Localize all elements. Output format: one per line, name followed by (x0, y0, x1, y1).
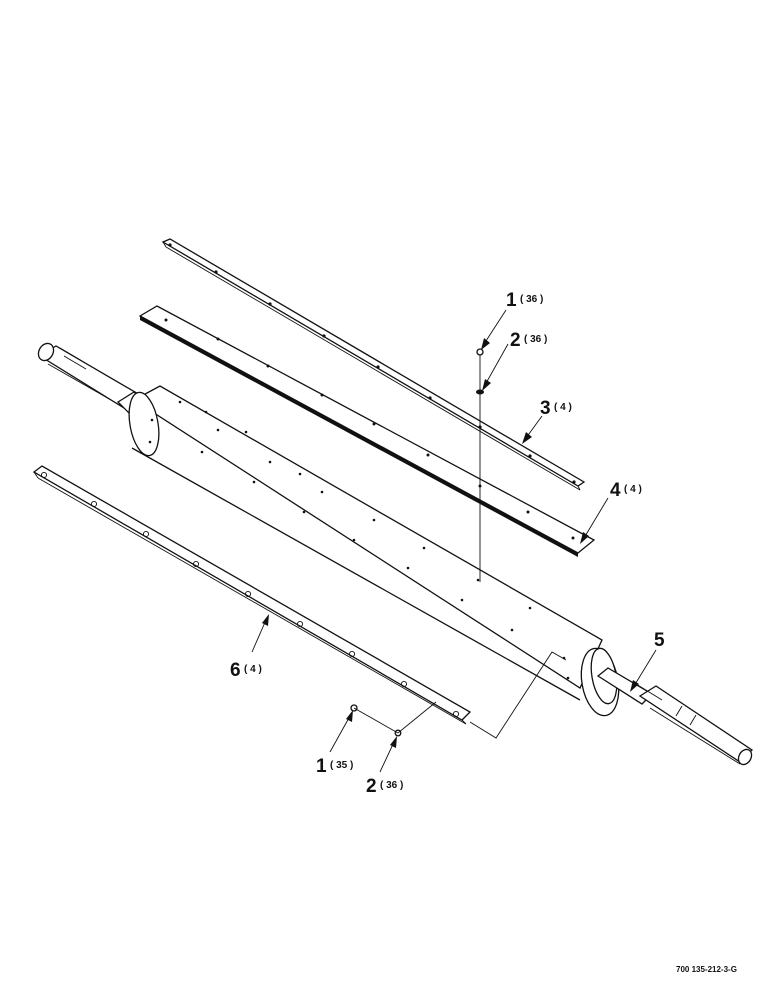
callout-qty: ( 4 ) (244, 664, 262, 675)
callout-4: 4 ( 4 ) (610, 480, 642, 501)
part-6-holes (40, 471, 460, 718)
part-6-bar (32, 465, 472, 725)
callout-number: 1 (316, 756, 327, 777)
callout-number: 4 (610, 480, 621, 501)
part-3-strip (161, 238, 586, 491)
callout-6: 6 ( 4 ) (230, 660, 262, 681)
callout-2-bottom: 2 ( 36 ) (366, 776, 403, 797)
callout-2-top: 2 ( 36 ) (510, 330, 547, 351)
part-5-roller (37, 342, 754, 766)
callout-qty: ( 4 ) (554, 402, 572, 413)
callout-3: 3 ( 4 ) (540, 398, 572, 419)
callout-qty: ( 36 ) (520, 294, 543, 305)
callout-number: 3 (540, 398, 551, 419)
part-4-holes (164, 318, 575, 540)
callout-qty: ( 4 ) (624, 484, 642, 495)
callout-1-bottom: 1 ( 35 ) (316, 756, 353, 777)
callout-qty: ( 35 ) (330, 760, 353, 771)
callout-1-top: 1 ( 36 ) (506, 290, 543, 311)
part-4-plate (138, 305, 596, 557)
drum-holes (148, 400, 570, 680)
washer-icon (476, 389, 484, 395)
callout-5: 5 (654, 630, 665, 651)
callout-number: 1 (506, 290, 517, 311)
callout-number: 2 (510, 330, 521, 351)
callout-qty: ( 36 ) (524, 334, 547, 345)
part-3-holes (168, 243, 576, 484)
callout-number: 6 (230, 660, 241, 681)
right-shaft (596, 667, 754, 766)
screw-icon (476, 348, 484, 356)
callout-qty: ( 36 ) (380, 780, 403, 791)
left-shaft (37, 342, 148, 415)
leader-lines (251, 309, 657, 773)
callout-number: 5 (654, 630, 665, 651)
drawing-code: 700 135-212-3-G (676, 965, 737, 974)
callout-number: 2 (366, 776, 377, 797)
bottom-hardware (350, 651, 567, 739)
top-hardware (476, 348, 484, 582)
